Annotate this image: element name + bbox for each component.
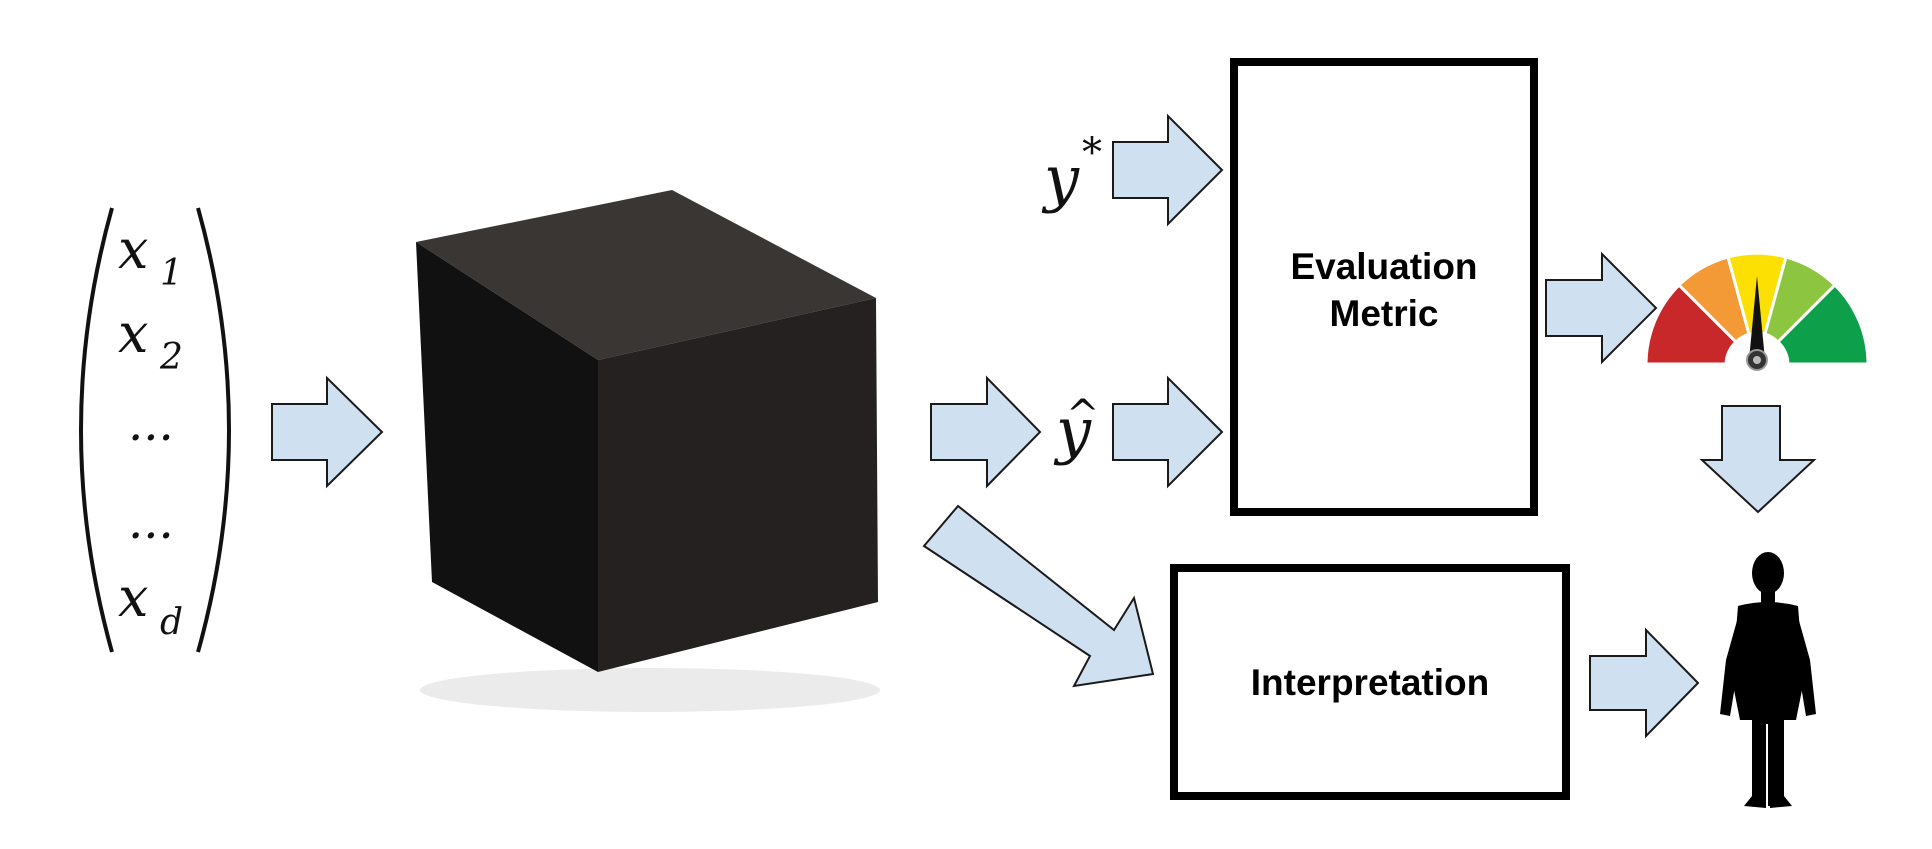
vector-entry-4-var: ... xyxy=(128,494,174,550)
vector-entry-1-sub: 1 xyxy=(160,253,183,294)
cube-left-face xyxy=(416,242,598,672)
arrow-model-to-interpretation xyxy=(922,504,1155,688)
left-paren xyxy=(79,207,114,653)
arrow-interpretation-to-person xyxy=(1589,627,1700,739)
arrow-groundtruth-to-metric xyxy=(1112,113,1224,227)
vector-entry-2-sub: 2 xyxy=(159,337,183,378)
cube-front-face xyxy=(598,298,878,672)
black-box-cube-icon xyxy=(416,190,880,712)
prediction-accent: ^ xyxy=(1066,392,1100,438)
vector-entry-1-var: x xyxy=(118,218,148,281)
human-silhouette-icon xyxy=(1720,552,1816,808)
arrow-input-to-model xyxy=(271,375,384,489)
gauge-meter-icon xyxy=(1644,251,1870,371)
input-vector: x 1 x 2 ... ... x d xyxy=(79,207,231,653)
interpretation-box-label: Interpretation xyxy=(1251,662,1489,703)
ground-truth-var: y xyxy=(1041,142,1080,215)
prediction-var: y xyxy=(1053,394,1092,467)
arrow-gauge-to-person xyxy=(1699,405,1817,514)
vector-entry-2-var: x xyxy=(118,302,148,365)
vector-entry-3-var: ... xyxy=(128,396,174,452)
vector-entry-5-var: x xyxy=(118,566,148,629)
right-paren xyxy=(196,207,231,653)
evaluation-box-line1: Evaluation xyxy=(1290,246,1477,287)
interpretation-box: Interpretation xyxy=(1170,564,1570,800)
vector-entry-5-sub: d xyxy=(160,602,183,643)
ground-truth-label: y * xyxy=(1041,130,1102,215)
arrow-metric-to-gauge xyxy=(1545,251,1658,365)
cube-top-face xyxy=(416,190,876,360)
arrow-prediction-to-metric xyxy=(1112,375,1224,489)
prediction-label: y ^ xyxy=(1053,392,1100,467)
evaluation-metric-box: Evaluation Metric xyxy=(1230,58,1538,516)
gauge-needle xyxy=(1749,276,1765,360)
ground-truth-sup: * xyxy=(1082,130,1102,176)
arrow-model-to-prediction xyxy=(930,375,1042,489)
evaluation-box-line2: Metric xyxy=(1330,293,1439,334)
